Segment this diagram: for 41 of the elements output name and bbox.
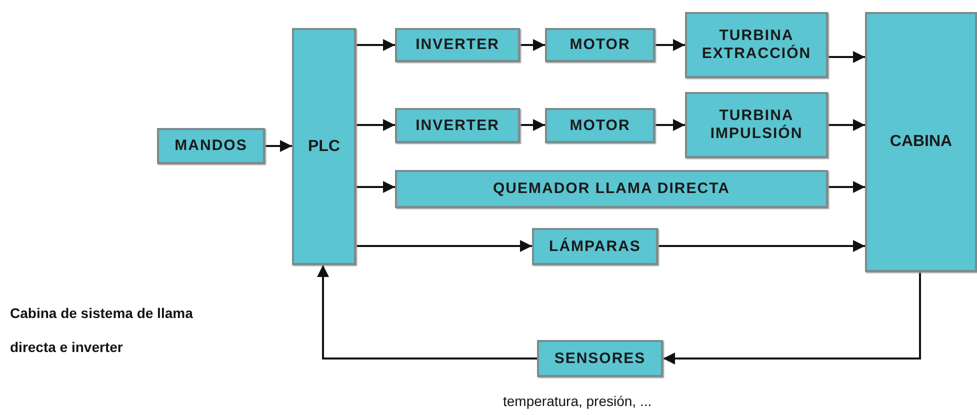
- arrow: [658, 240, 865, 252]
- arrow: [655, 39, 685, 51]
- node-label: TURBINA IMPULSIÓN: [709, 107, 804, 143]
- process-box: [395, 28, 520, 62]
- arrow: [828, 181, 865, 193]
- node-label: MOTOR: [570, 36, 630, 54]
- process-box: [532, 228, 658, 265]
- node-label: MANDOS: [174, 137, 248, 155]
- note-text: Cabina de sistema de llama directa e inverter: [10, 304, 194, 357]
- process-box: [537, 340, 663, 377]
- process-box: [157, 128, 265, 164]
- node-label: INVERTER: [416, 116, 500, 134]
- node-label: SENSORES: [554, 350, 646, 368]
- node-label: MOTOR: [570, 116, 630, 134]
- process-box: [545, 28, 655, 62]
- arrow: [356, 181, 395, 193]
- process-box: [685, 12, 828, 78]
- process-box: [545, 108, 655, 143]
- arrow: [356, 119, 395, 131]
- process-box: [395, 108, 520, 143]
- process-box: [685, 92, 828, 158]
- arrow: [356, 240, 532, 252]
- arrow: [520, 119, 545, 131]
- arrow: [317, 265, 537, 360]
- node-label: INVERTER: [416, 36, 500, 54]
- node-label: CABINA: [890, 132, 952, 152]
- arrow: [655, 119, 685, 131]
- process-box: [865, 12, 977, 272]
- arrow: [828, 119, 865, 131]
- arrow: [265, 140, 292, 152]
- node-label: LÁMPARAS: [549, 238, 641, 256]
- process-box: [292, 28, 356, 265]
- node-label: TURBINA EXTRACCIÓN: [700, 27, 812, 63]
- arrow: [520, 39, 545, 51]
- arrow: [828, 51, 865, 63]
- process-box: [395, 170, 828, 208]
- node-label: QUEMADOR LLAMA DIRECTA: [493, 180, 730, 198]
- node-label: PLC: [308, 136, 340, 156]
- node-caption: temperatura, presión, ...: [503, 393, 652, 409]
- arrow: [663, 272, 921, 364]
- arrow: [356, 39, 395, 51]
